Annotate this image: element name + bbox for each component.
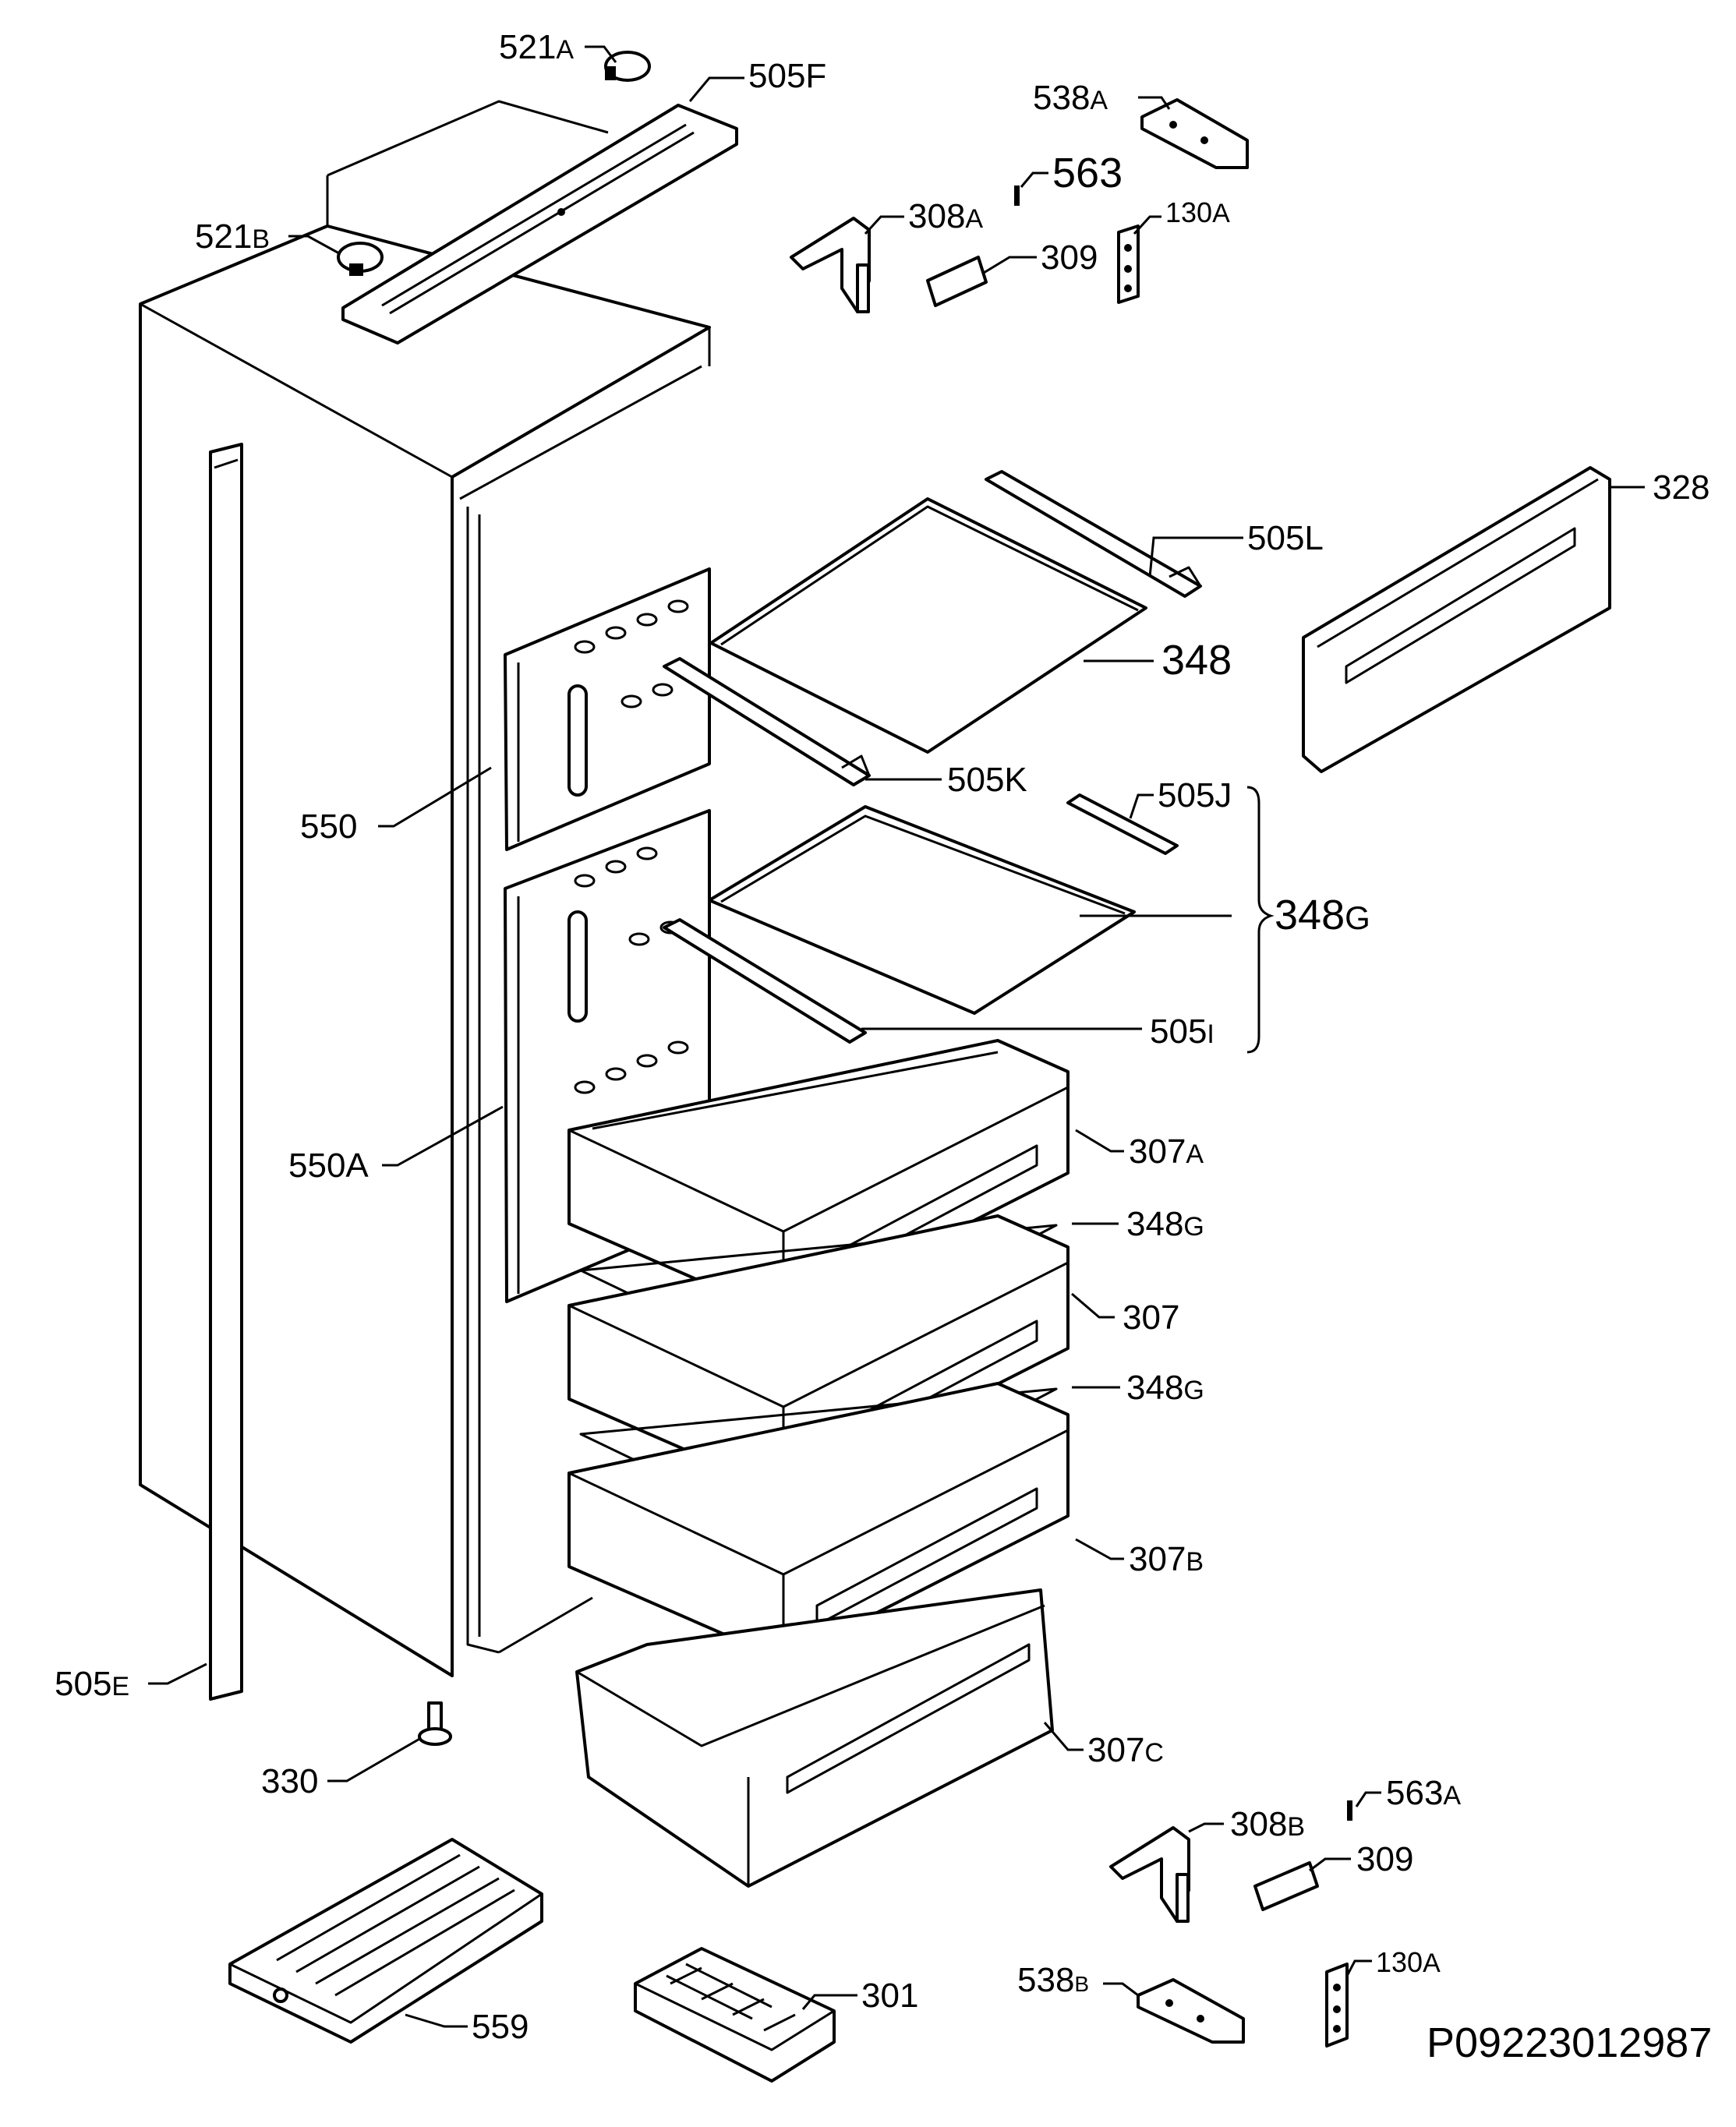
label-348g-group: 348G <box>1275 892 1370 938</box>
screw-563 <box>1014 185 1020 206</box>
label-538b: 538B <box>1017 1961 1089 1999</box>
label-521b: 521B <box>195 217 270 256</box>
leader-lines <box>148 45 1645 2028</box>
label-538a: 538A <box>1033 79 1108 117</box>
label-505k: 505K <box>947 761 1027 799</box>
plate-130a-top <box>1117 224 1140 304</box>
reference-code: P09223012987 <box>1427 2019 1713 2066</box>
cap-521a <box>604 51 651 82</box>
door-flap-328 <box>1302 466 1611 773</box>
label-308a: 308A <box>908 197 983 235</box>
label-309-top: 309 <box>1041 238 1098 277</box>
label-307: 307 <box>1123 1298 1179 1337</box>
label-330: 330 <box>261 1762 318 1800</box>
cabinet-body <box>139 100 711 1677</box>
label-348: 348 <box>1161 637 1232 684</box>
label-308b: 308B <box>1230 1805 1305 1843</box>
ice-tray-301 <box>634 1947 836 2083</box>
tray-559 <box>228 1838 543 2044</box>
label-307c: 307C <box>1087 1731 1164 1769</box>
drawer-307a <box>567 1039 1070 1319</box>
label-348g-2: 348G <box>1126 1369 1204 1407</box>
side-panel-550 <box>504 567 711 851</box>
label-309-top <box>926 256 988 307</box>
shelf-rail-505k <box>663 657 871 786</box>
label-505i: 505I <box>1150 1012 1214 1051</box>
glass-shelf-348g <box>708 805 1136 1015</box>
glass-shelf-348 <box>709 497 1147 754</box>
shelf-rail-505l <box>985 470 1202 598</box>
screw-563a <box>1347 1800 1352 1821</box>
drawer-307c <box>575 1588 1054 1888</box>
label-550a: 550A <box>288 1147 369 1185</box>
shelf-strip-505i <box>663 918 867 1044</box>
hinge-308b <box>1109 1826 1190 1923</box>
label-559: 559 <box>472 2008 529 2046</box>
label-130a-bottom: 130A <box>1376 1946 1441 1978</box>
screw-foot-330 <box>418 1701 452 1746</box>
label-563: 563 <box>1052 150 1123 196</box>
group-bracket-348g <box>1246 786 1275 1054</box>
bracket-538a <box>1140 98 1249 169</box>
label-505j: 505J <box>1158 776 1232 814</box>
label-505e: 505E <box>55 1665 129 1703</box>
drawer-307b <box>567 1382 1070 1662</box>
label-348g-1: 348G <box>1126 1205 1204 1243</box>
plate-130a-bottom <box>1325 1963 1349 2048</box>
top-frame-505f <box>341 104 738 344</box>
label-521a: 521A <box>499 28 574 66</box>
label-309-bottom: 309 <box>1356 1840 1413 1878</box>
label-301: 301 <box>861 1977 918 2015</box>
label-563a: 563A <box>1386 1774 1461 1812</box>
label-307a: 307A <box>1129 1132 1204 1171</box>
bracket-538b <box>1137 1978 1245 2044</box>
label-328: 328 <box>1653 468 1709 507</box>
shelf-strip-505j <box>1066 793 1179 855</box>
label-130a-top: 130A <box>1165 196 1230 228</box>
cap-521b <box>337 242 384 276</box>
label-307b: 307B <box>1129 1540 1204 1578</box>
door-seal-strip-505e <box>209 443 243 1701</box>
label-505l: 505L <box>1247 519 1324 557</box>
hinge-308a <box>790 217 871 313</box>
label-309-bottom <box>1253 1861 1319 1911</box>
label-505f: 505F <box>748 57 826 95</box>
label-550: 550 <box>300 807 357 846</box>
